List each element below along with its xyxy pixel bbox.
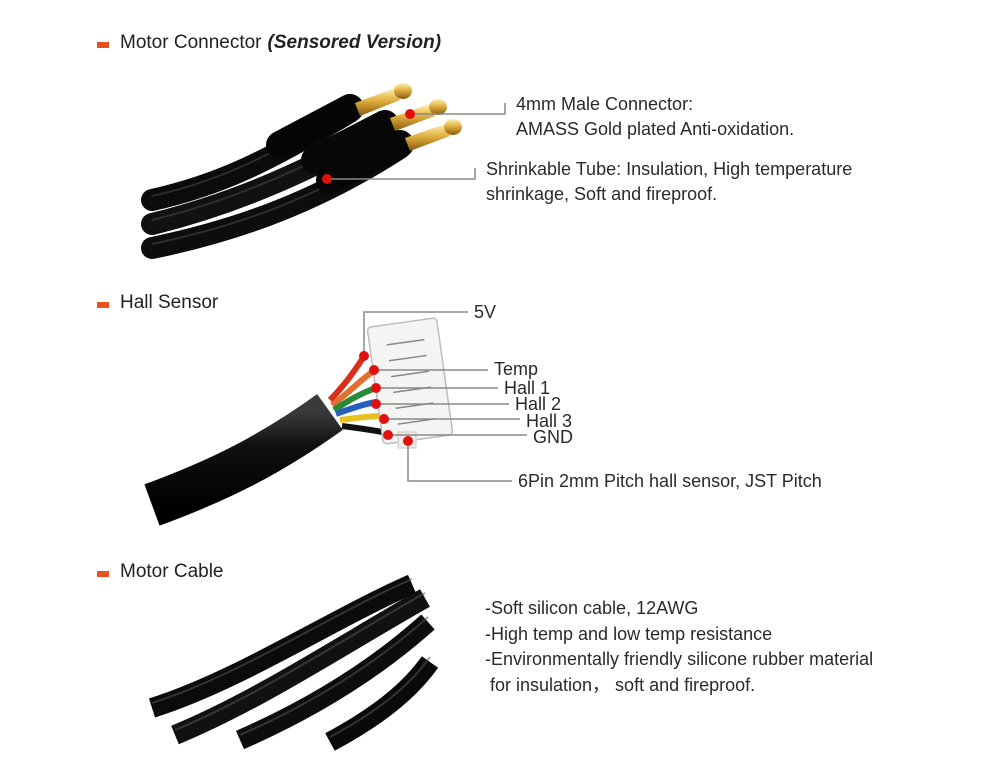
description-line: -High temp and low temp resistance bbox=[485, 623, 773, 644]
tube-label-line1: Shrinkable Tube: Insulation, High temper… bbox=[486, 159, 853, 179]
motor-cable-title: Motor Cable bbox=[120, 561, 224, 582]
motor-connector-title: Motor Connector(Sensored Version) bbox=[120, 32, 441, 54]
hall-main-cable bbox=[144, 394, 343, 526]
hall-sensor-heading: Hall Sensor bbox=[97, 292, 218, 314]
motor-cable-1 bbox=[148, 574, 417, 718]
red-dot-marker-icon bbox=[322, 174, 332, 184]
tube-label-line2: shrinkage, Soft and fireproof. bbox=[486, 184, 718, 204]
pin-label-hall1: Hall 1 bbox=[504, 378, 551, 398]
red-dot-marker-icon bbox=[371, 383, 381, 393]
red-dot-marker-icon bbox=[369, 365, 379, 375]
motor-connector-subtitle: (Sensored Version) bbox=[267, 32, 442, 53]
motor-cable-3 bbox=[235, 614, 435, 750]
pin-5v-leader bbox=[363, 311, 468, 356]
orange-bullet-icon bbox=[97, 302, 109, 308]
orange-bullet-icon bbox=[97, 42, 109, 48]
motor-cable-4 bbox=[325, 656, 439, 751]
hall-sensor-title: Hall Sensor bbox=[120, 292, 219, 313]
gold-connector-2 bbox=[390, 99, 447, 131]
motor-cable-image bbox=[148, 574, 439, 751]
pin-label-gnd: GND bbox=[533, 427, 573, 447]
red-dot-marker-icon bbox=[403, 436, 413, 446]
red-dot-marker-icon bbox=[371, 399, 381, 409]
tube-leader-line bbox=[327, 168, 476, 180]
description-line: -Environmentally friendly silicone rubbe… bbox=[485, 649, 874, 669]
motor-cable-2 bbox=[171, 589, 430, 745]
red-dot-marker-icon bbox=[405, 109, 415, 119]
description-line: for insulation， soft and fireproof. bbox=[485, 674, 756, 695]
red-dot-marker-icon bbox=[379, 414, 389, 424]
pin-label-hall3: Hall 3 bbox=[526, 411, 573, 431]
connector-label-line2: AMASS Gold plated Anti-oxidation. bbox=[516, 119, 795, 139]
shrink-tube-2 bbox=[301, 110, 399, 174]
red-dot-marker-icon bbox=[359, 351, 369, 361]
plug-leader-line bbox=[407, 441, 512, 482]
hall-sensor-image bbox=[144, 317, 454, 526]
pin-label-temp: Temp bbox=[494, 359, 539, 379]
description-line: -Soft silicon cable, 12AWG bbox=[485, 598, 699, 618]
motor-connector-image bbox=[141, 83, 462, 259]
jst-plug bbox=[366, 317, 454, 449]
motor-connector-title-text: Motor Connector bbox=[120, 32, 262, 53]
orange-bullet-icon bbox=[97, 571, 109, 577]
gold-connector-3 bbox=[405, 119, 462, 151]
shrink-tube-1 bbox=[266, 94, 364, 159]
motor-cable-description: -Soft silicon cable, 12AWG -High temp an… bbox=[485, 596, 873, 698]
connector-leader-line bbox=[410, 103, 506, 115]
wire-yellow bbox=[339, 413, 385, 423]
shrink-tube-3 bbox=[316, 130, 414, 194]
red-dot-marker-icon bbox=[383, 430, 393, 440]
connector-label-line1: 4mm Male Connector: bbox=[516, 94, 694, 114]
plug-description: 6Pin 2mm Pitch hall sensor, JST Pitch bbox=[518, 471, 822, 491]
pin-label-hall2: Hall 2 bbox=[515, 394, 562, 414]
gold-connector-1 bbox=[355, 83, 412, 116]
pin-label-5v: 5V bbox=[474, 302, 497, 322]
motor-connector-heading: Motor Connector(Sensored Version) bbox=[97, 32, 441, 54]
motor-cable-heading: Motor Cable bbox=[97, 561, 224, 583]
